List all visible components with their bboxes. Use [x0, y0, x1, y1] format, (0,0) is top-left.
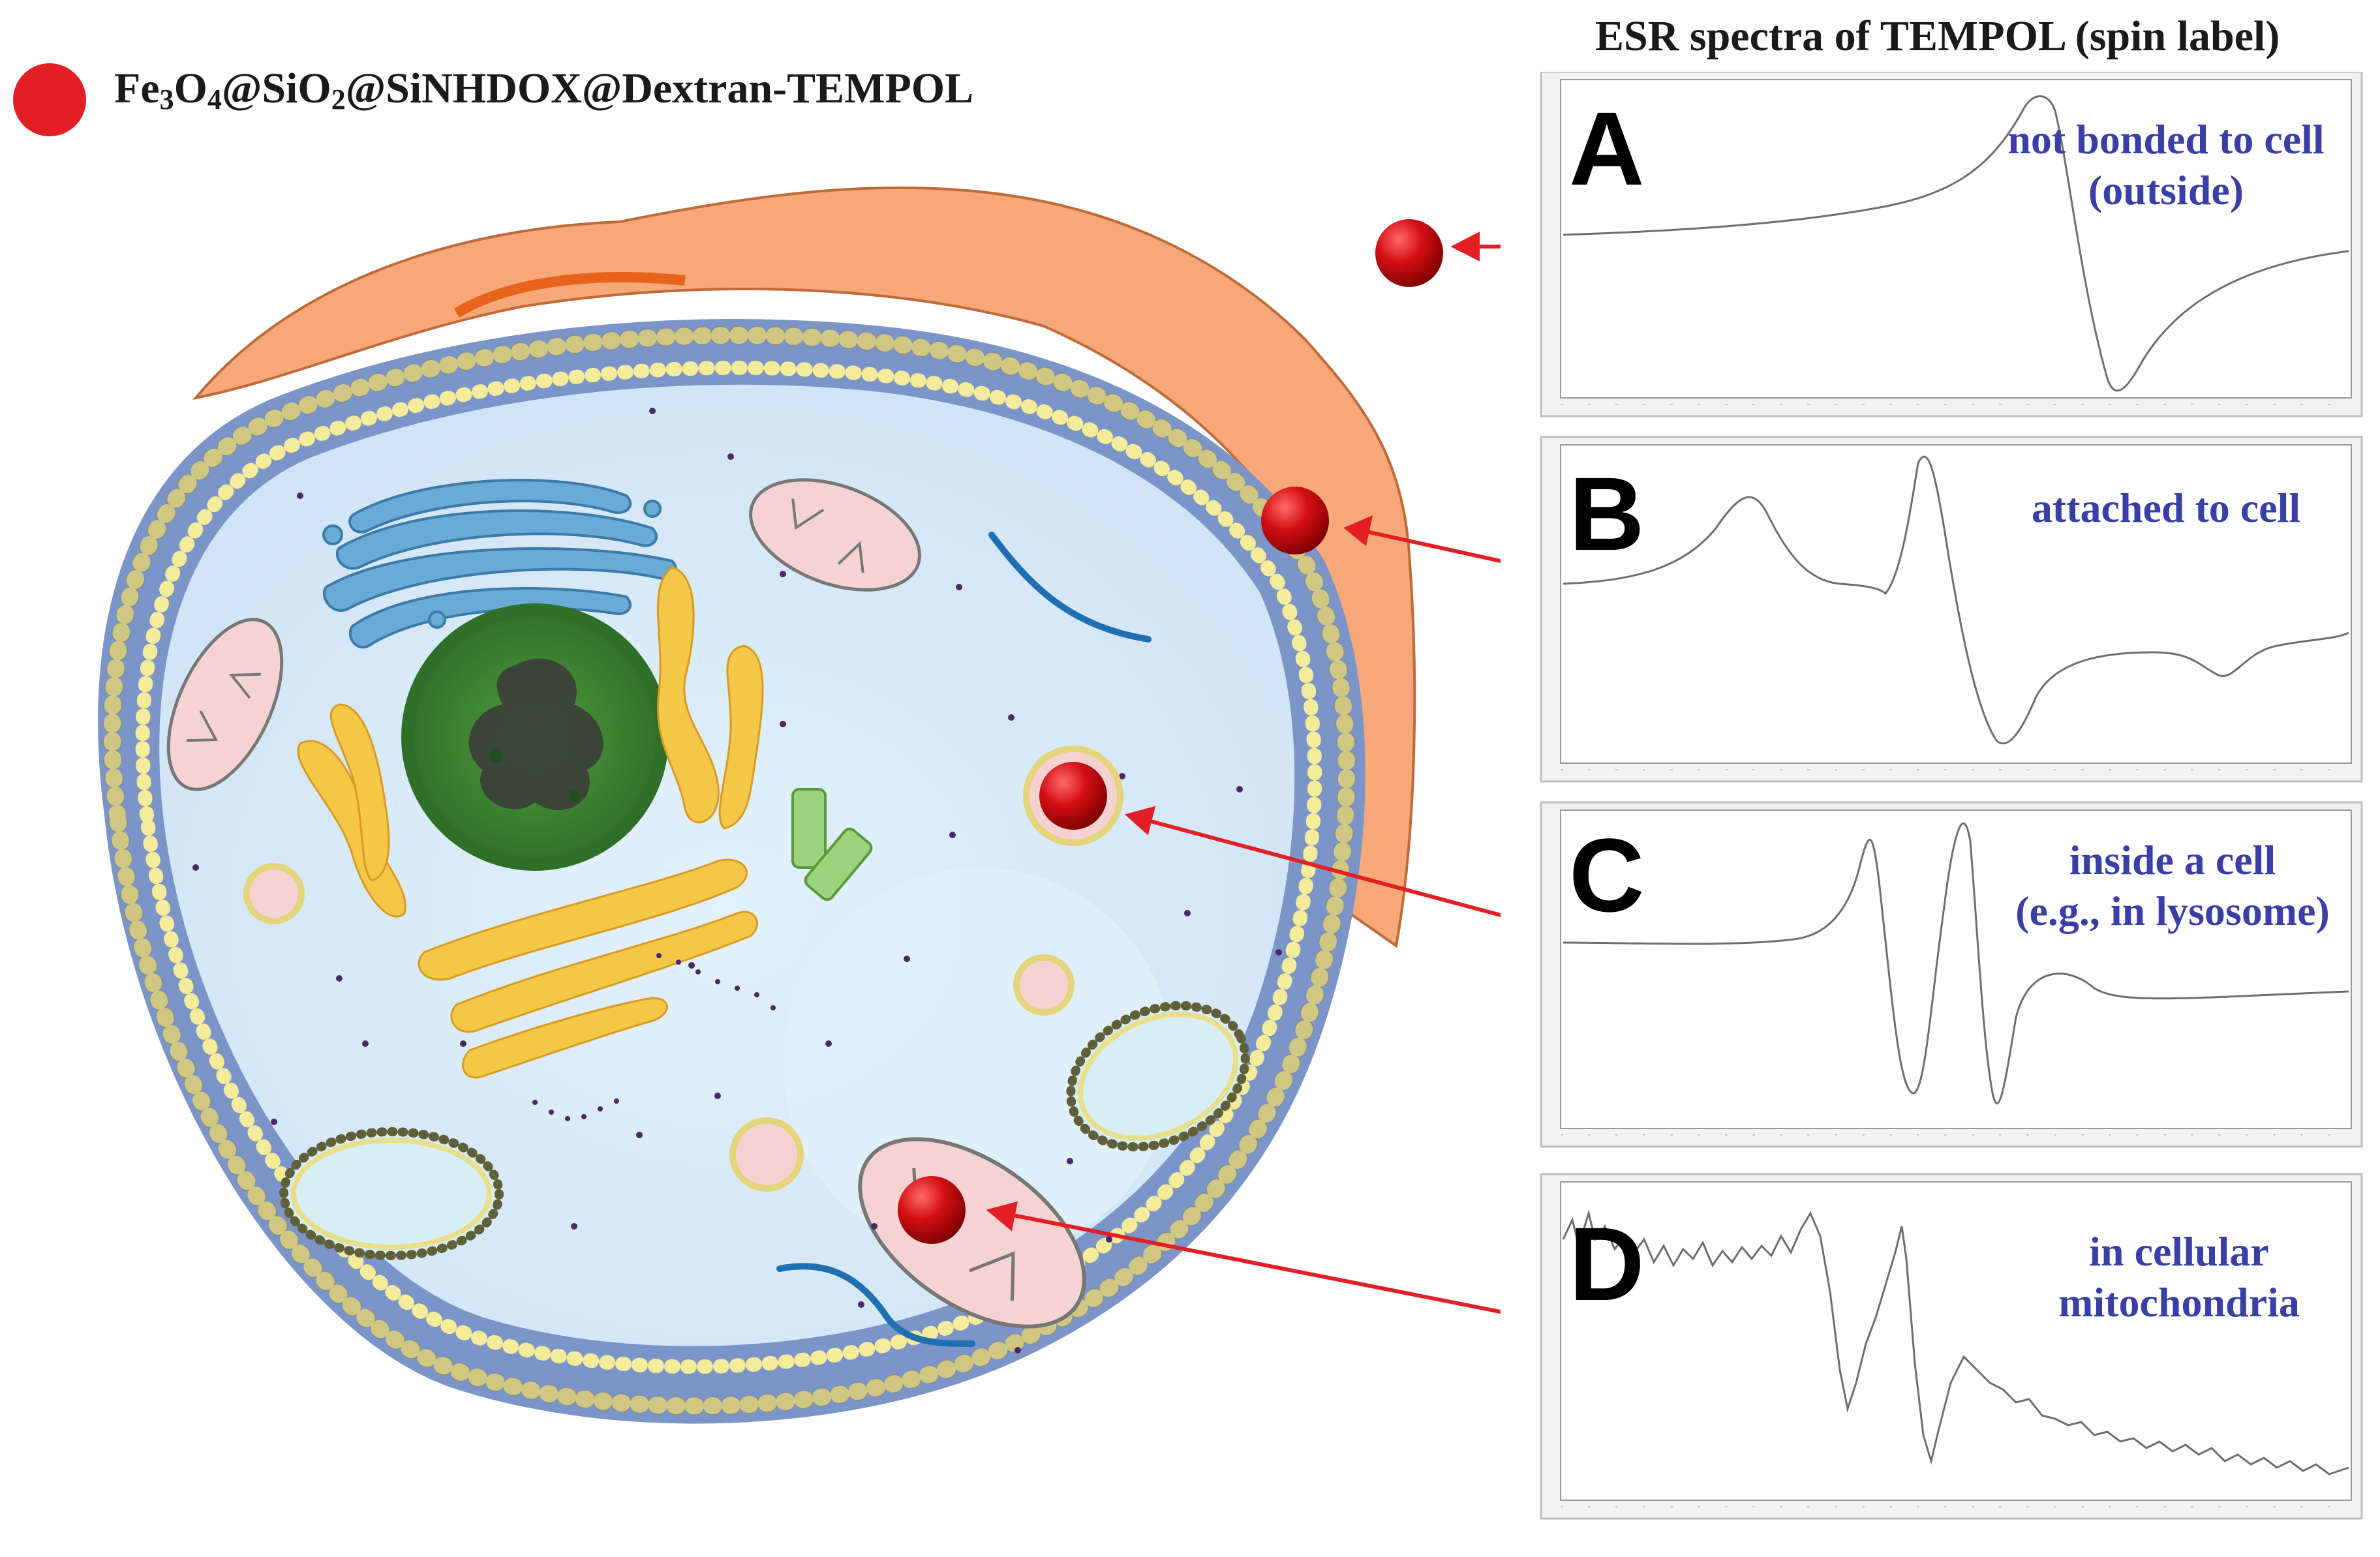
extracellular-coat [192, 186, 1416, 948]
nanoparticle-lysosome [1039, 762, 1107, 830]
panel-caption-a: not bonded to cell(outside) [2007, 116, 2325, 213]
ribosomes [192, 408, 1282, 1353]
esr-spectrum-plot-a [1540, 72, 2363, 417]
esr-spectrum-plot-b [1540, 436, 2363, 783]
esr-spectrum-plot-c [1540, 801, 2363, 1148]
nanoparticle-outside [1375, 219, 1443, 287]
arrow-icon [986, 232, 1501, 1314]
panel-letter-c: C [1569, 817, 1645, 933]
panel-caption-b: attached to cell [2031, 485, 2301, 531]
panel-letter-a: A [1569, 90, 1645, 207]
esr-panels [1540, 72, 2363, 1520]
centrioles [791, 788, 873, 901]
mitochondrion-top [749, 478, 921, 592]
cytoskeleton [776, 532, 1152, 1347]
esr-spectrum-plot-d [1540, 1173, 2363, 1520]
golgi-apparatus [322, 479, 677, 649]
endoplasmic-reticulum [297, 566, 764, 1079]
panel-letter-d: D [1569, 1205, 1645, 1322]
panel-letter-b: B [1569, 455, 1645, 572]
esr-title: ESR spectra of TEMPOL (spin label) [1595, 12, 2280, 60]
nanoparticle-mitochondria [898, 1176, 966, 1244]
cell-diagram [98, 186, 1501, 1424]
nanoparticle-attached [1261, 487, 1329, 554]
endosomes [279, 1001, 1250, 1260]
mitochondrion-left [166, 618, 284, 791]
nanoparticle-legend-icon [13, 63, 86, 136]
vesicles [243, 863, 1075, 1192]
panel-caption-c: inside a cell(e.g., in lysosome) [2015, 837, 2330, 934]
legend-label: Fe3O4@SiO2@SiNHDOX@Dextran-TEMPOL [114, 65, 974, 115]
nucleus [401, 603, 669, 871]
